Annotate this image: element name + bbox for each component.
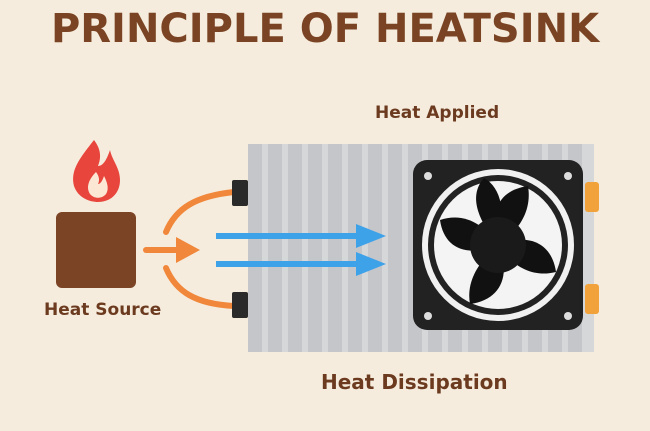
connector-icon bbox=[585, 182, 599, 314]
heat-arrow-head bbox=[176, 237, 200, 263]
heat-source-block bbox=[56, 212, 136, 288]
fan-icon bbox=[413, 160, 583, 330]
heat-flow-arrows bbox=[143, 189, 237, 309]
heat-applied-label: Heat Applied bbox=[375, 103, 500, 123]
pipe-stub-top bbox=[232, 180, 248, 206]
heat-dissipation-label: Heat Dissipation bbox=[321, 370, 508, 394]
dissipation-arrows bbox=[216, 224, 386, 276]
pipe-stub-bottom bbox=[232, 292, 248, 318]
diagram-title: PRINCIPLE OF HEATSINK bbox=[50, 6, 600, 52]
heat-source-label: Heat Source bbox=[44, 300, 162, 320]
flame-icon bbox=[73, 140, 120, 202]
